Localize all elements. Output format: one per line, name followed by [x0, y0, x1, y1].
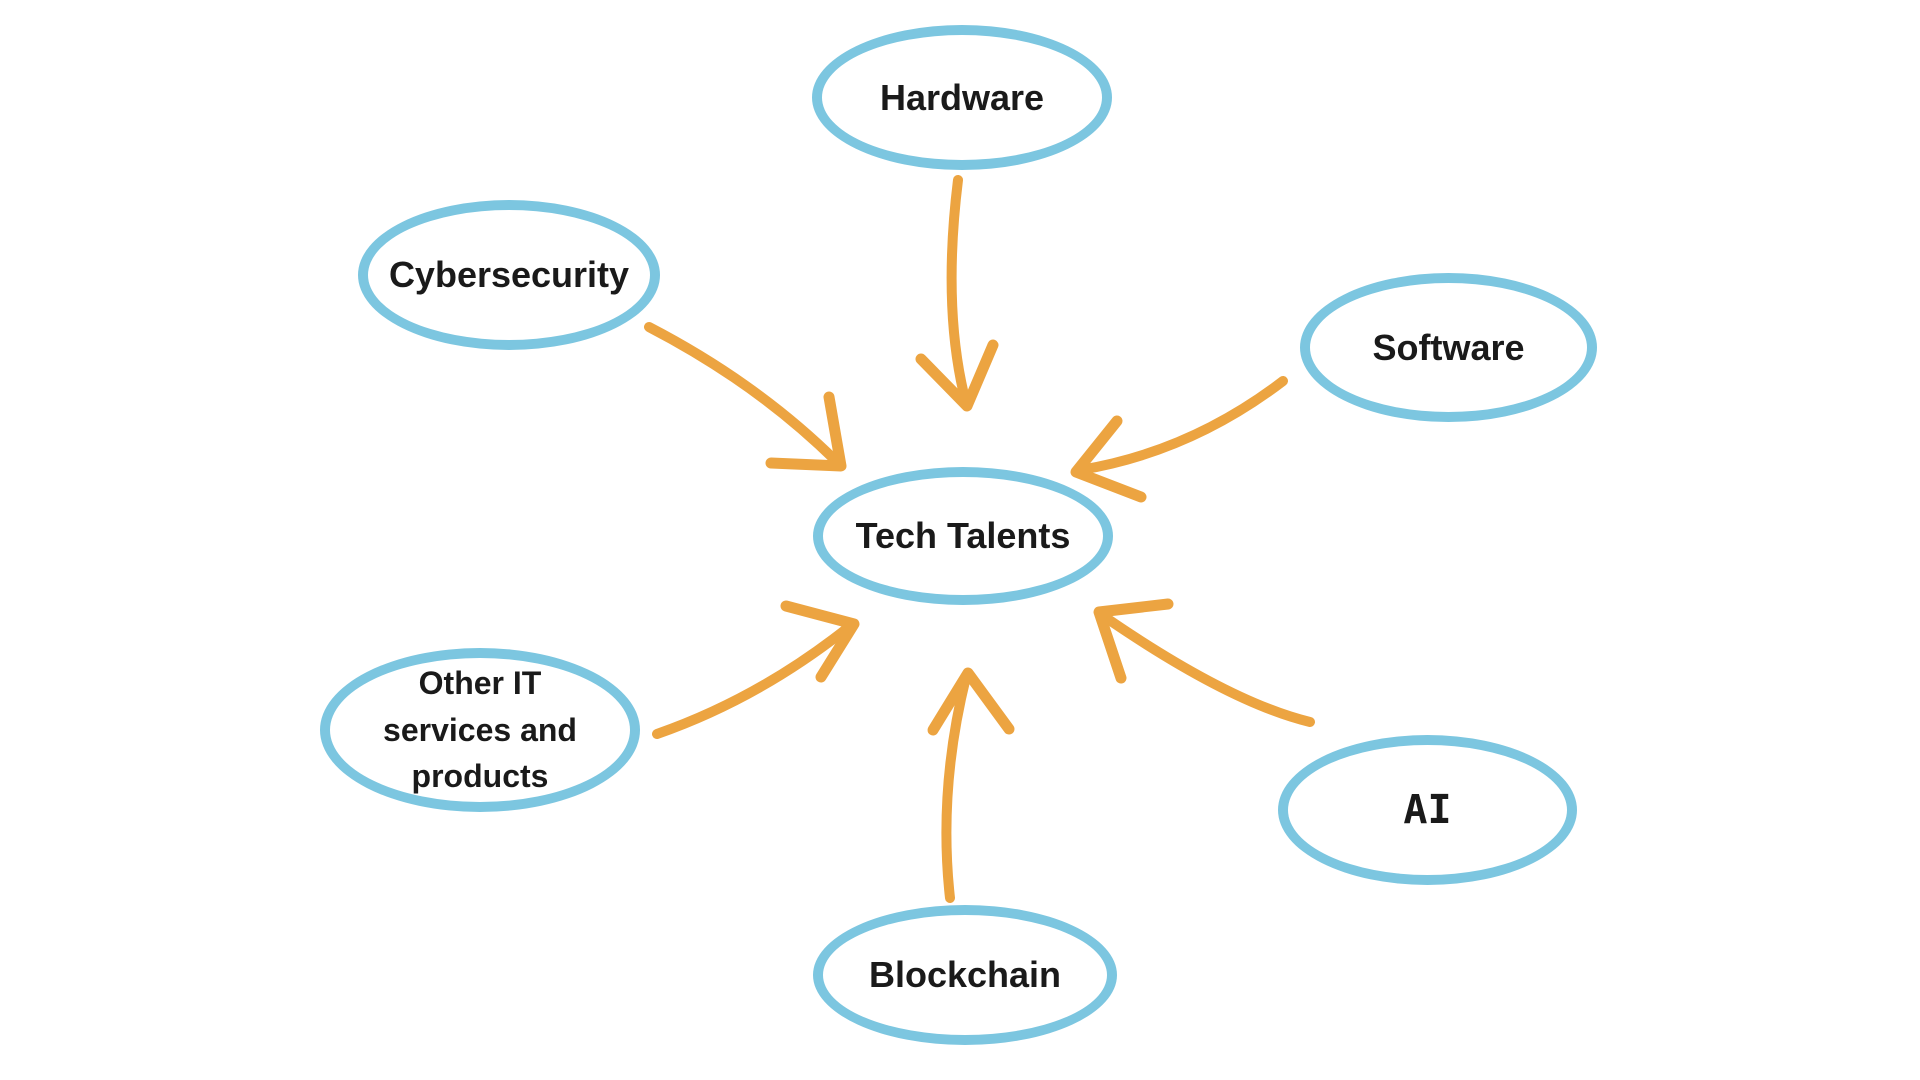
node-software: Software	[1300, 273, 1597, 422]
node-other-it-label-line-1: Other IT	[418, 665, 542, 702]
node-ai: AI	[1278, 735, 1577, 885]
arrow-head-icon	[927, 667, 1015, 736]
arrow-head-icon	[780, 600, 860, 683]
node-software-label: Software	[1372, 326, 1525, 368]
node-tech-talents-label: Tech Talents	[855, 515, 1071, 557]
node-cybersecurity-label: Cybersecurity	[388, 254, 630, 296]
arrow-head-icon	[765, 391, 847, 472]
node-tech-talents: Tech Talents	[813, 467, 1113, 605]
arrow-shaft	[941, 672, 971, 903]
node-other-it-label-line-2: services and	[383, 711, 577, 748]
node-hardware: Hardware	[812, 25, 1112, 170]
node-ai-label: AI	[1403, 787, 1452, 833]
arrow-shaft	[1075, 376, 1288, 475]
arrow-ai-to-tech-talents	[1093, 598, 1315, 727]
arrow-shaft	[946, 175, 971, 408]
arrow-blockchain-to-tech-talents	[927, 667, 1015, 903]
node-blockchain: Blockchain	[813, 905, 1117, 1045]
node-other-it-label-line-3: products	[411, 758, 549, 795]
arrow-head-icon	[1070, 415, 1147, 503]
node-blockchain-label: Blockchain	[868, 954, 1062, 996]
node-hardware-label: Hardware	[879, 76, 1045, 118]
arrow-other-it-to-tech-talents	[652, 600, 860, 739]
arrow-shaft	[1097, 610, 1315, 727]
arrow-shaft	[644, 322, 841, 466]
node-other-it-services-and-products: Other IT services and products	[320, 648, 640, 812]
arrow-cybersecurity-to-tech-talents	[644, 322, 847, 472]
arrow-head-icon	[915, 339, 999, 412]
arrow-software-to-tech-talents	[1070, 376, 1288, 503]
node-cybersecurity: Cybersecurity	[358, 200, 660, 350]
arrow-hardware-to-tech-talents	[915, 175, 999, 412]
arrow-shaft	[652, 621, 855, 739]
arrow-head-icon	[1093, 598, 1174, 684]
